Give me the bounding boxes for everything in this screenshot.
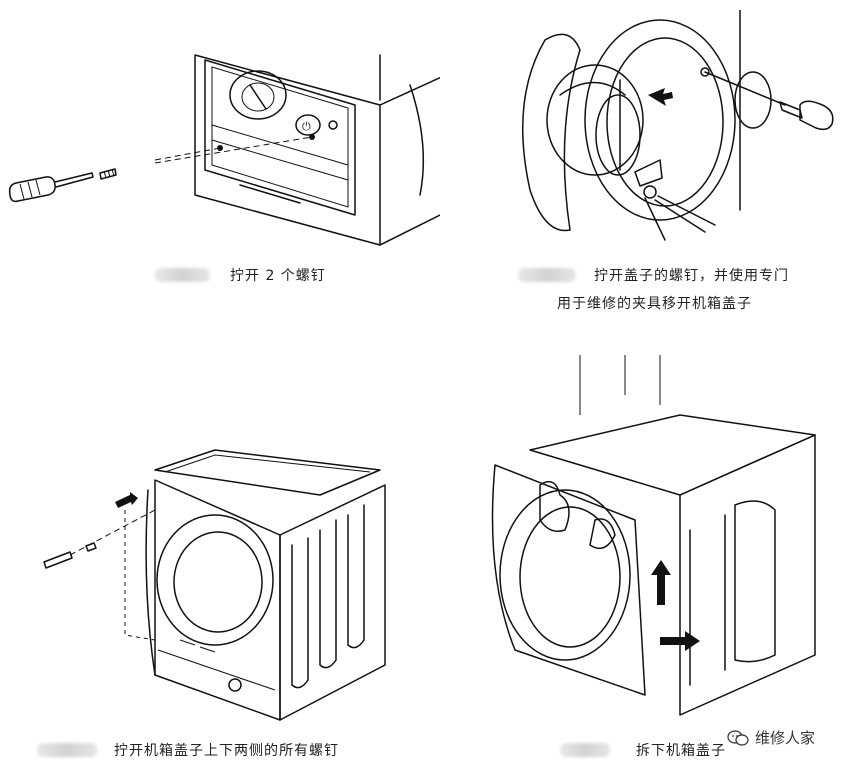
step4-illustration [485,355,830,725]
wechat-icon [727,729,749,746]
caption-blur [37,743,97,757]
caption-blur [518,268,576,282]
step3-caption: 拧开机箱盖子上下两侧的所有螺钉 [114,743,339,759]
step2-illustration [500,10,845,250]
svg-text:⏻: ⏻ [302,120,311,133]
caption-blur [155,268,210,282]
step2-caption-line2: 用于维修的夹具移开机箱盖子 [557,296,752,312]
step1-illustration: ⏻ [0,45,440,255]
watermark-text: 维修人家 [754,729,815,747]
step2-caption-line1: 拧开盖子的螺钉，并使用专门 [594,268,789,284]
step4-caption: 拆下机箱盖子 [636,743,726,759]
step3-illustration [30,440,410,725]
caption-blur [560,743,610,757]
watermark: 维修人家 [727,727,815,748]
step1-caption: 拧开 2 个螺钉 [230,268,326,284]
